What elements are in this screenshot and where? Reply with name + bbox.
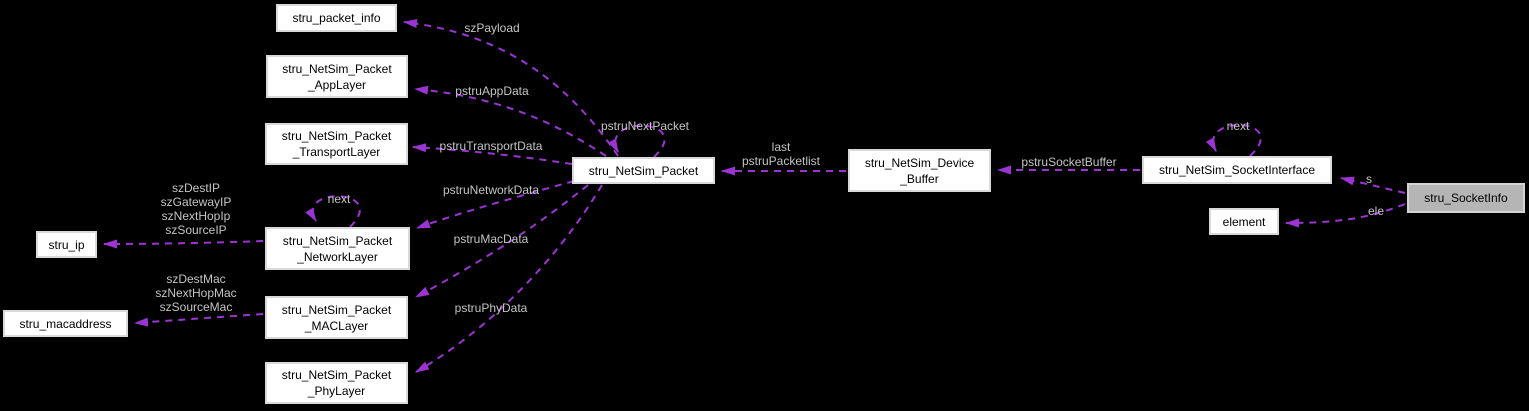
edge-ele <box>1285 203 1406 228</box>
edge-pstruphydata <box>415 184 603 373</box>
node-stru-netsim-packet-phylayer[interactable]: stru_NetSim_Packet _PhyLayer <box>265 362 408 404</box>
edge-pstrutransportdata <box>412 143 573 165</box>
node-stru-packet-info[interactable]: stru_packet_info <box>276 4 397 32</box>
edge-next-socket-selfloop <box>1205 124 1262 157</box>
edge-szpayload <box>403 19 619 157</box>
edge-pstruappdata <box>414 85 607 157</box>
node-stru-netsim-packet-networklayer[interactable]: stru_NetSim_Packet _NetworkLayer <box>265 227 410 270</box>
node-stru-ip[interactable]: stru_ip <box>36 231 97 258</box>
node-stru-socketinfo-current: stru_SocketInfo <box>1407 183 1525 213</box>
edge-mac-fields <box>134 313 264 327</box>
edge-ip-fields <box>103 239 264 249</box>
node-stru-netsim-packet-applayer[interactable]: stru_NetSim_Packet _AppLayer <box>266 55 408 98</box>
edge-pstrunetworkdata <box>416 180 575 229</box>
edge-s <box>1340 176 1406 194</box>
node-stru-netsim-device-buffer[interactable]: stru_NetSim_Device _Buffer <box>848 149 991 192</box>
node-stru-netsim-packet-maclayer[interactable]: stru_NetSim_Packet _MACLayer <box>265 296 408 339</box>
node-stru-netsim-packet[interactable]: stru_NetSim_Packet <box>572 157 715 184</box>
edge-pstrumacdata <box>415 184 589 298</box>
node-stru-netsim-socketinterface[interactable]: stru_NetSim_SocketInterface <box>1142 156 1332 184</box>
node-element[interactable]: element <box>1209 208 1279 235</box>
edge-next-network-selfloop <box>305 195 361 228</box>
node-stru-macaddress[interactable]: stru_macaddress <box>3 310 128 337</box>
node-stru-netsim-packet-transportlayer[interactable]: stru_NetSim_Packet _TransportLayer <box>265 123 408 165</box>
edge-pstrunextpacket-selfloop <box>607 124 666 158</box>
